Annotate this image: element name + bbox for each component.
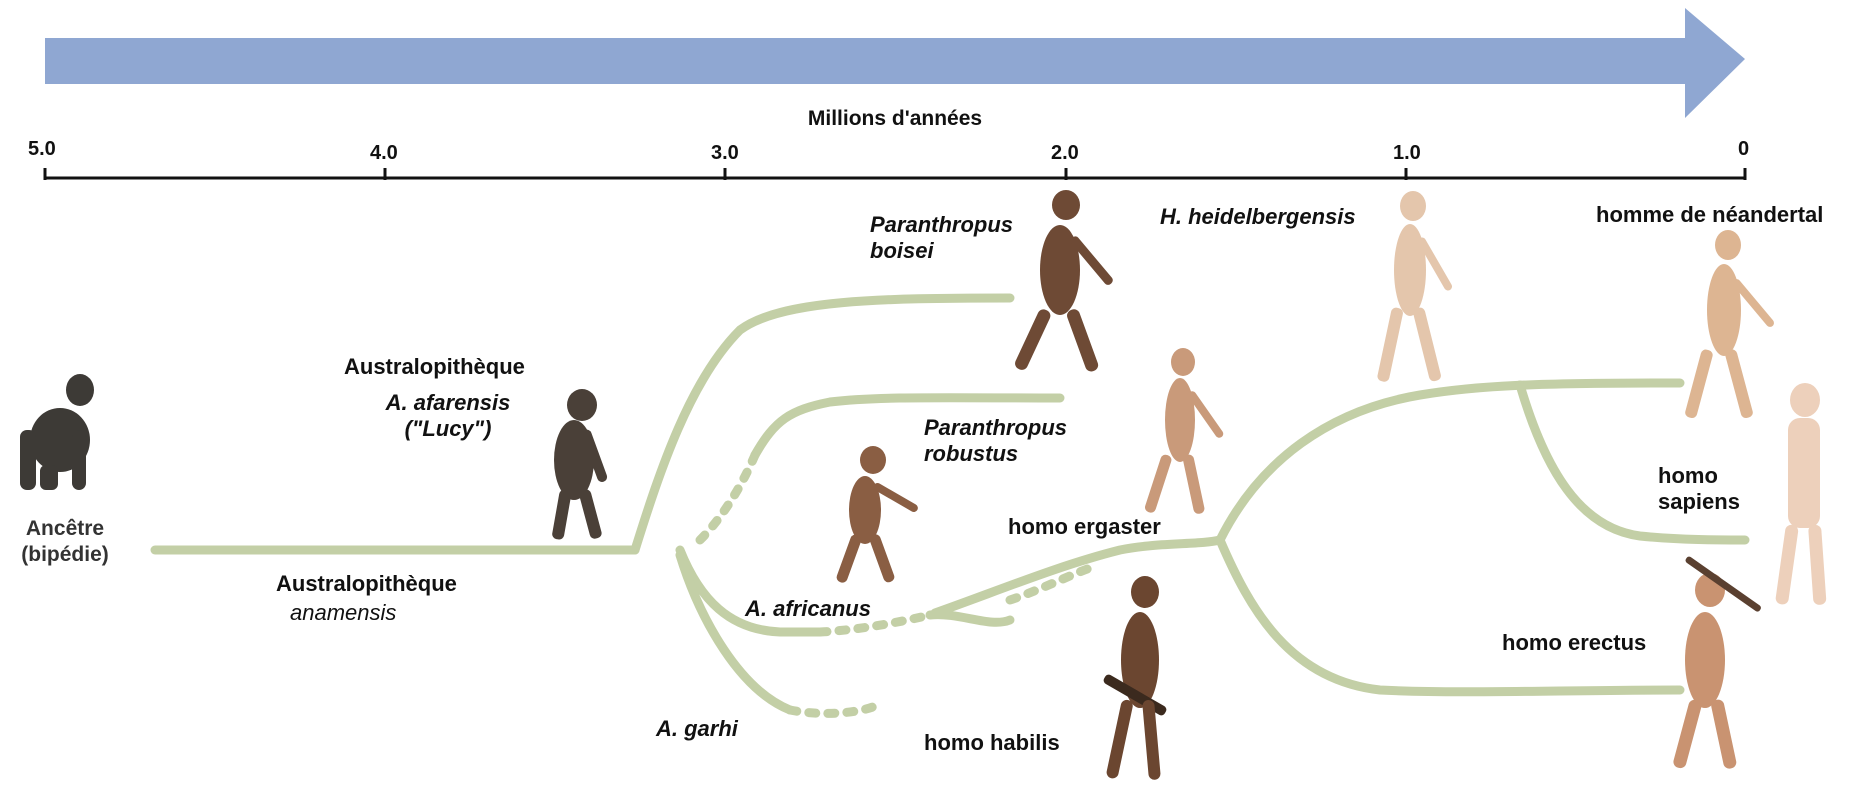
time-arrow: [45, 8, 1745, 118]
afarensis-line-1: A. afarensis: [368, 390, 528, 416]
africanus-figure: [835, 446, 919, 584]
tick-label-1: 1.0: [1393, 140, 1421, 166]
branch-habilis: [930, 615, 1010, 623]
label-africanus: A. africanus: [745, 596, 871, 622]
afarensis-figure: [551, 389, 608, 540]
afarensis-line-2: ("Lucy"): [368, 416, 528, 442]
label-anamensis-title: Australopithèque: [276, 571, 457, 597]
label-habilis: homo habilis: [924, 730, 1060, 756]
label-paranthropus-robustus: Paranthropus robustus: [924, 415, 1067, 467]
tick-label-0: 0: [1738, 136, 1749, 162]
boisei-line-1: Paranthropus: [870, 212, 1013, 238]
label-ergaster: homo ergaster: [1008, 514, 1161, 540]
tick-label-4: 4.0: [370, 140, 398, 166]
sapiens-line-2: sapiens: [1658, 489, 1740, 515]
boisei-line-2: boisei: [870, 238, 1013, 264]
boisei-figure: [1013, 190, 1114, 373]
tick-label-2: 2.0: [1051, 140, 1079, 166]
axis-title: Millions d'années: [795, 106, 995, 132]
branch-erectus: [1220, 540, 1680, 692]
ergaster-figure: [1144, 348, 1225, 515]
label-anamensis: anamensis: [290, 600, 396, 626]
robustus-line-2: robustus: [924, 441, 1067, 467]
time-axis: [45, 168, 1745, 180]
ancestor-line-1: Ancêtre: [10, 516, 120, 542]
habilis-figure: [1102, 576, 1168, 780]
heidelbergensis-figure: [1377, 191, 1454, 383]
robustus-line-1: Paranthropus: [924, 415, 1067, 441]
label-sapiens: homo sapiens: [1658, 463, 1740, 515]
label-australopitheque: Australopithèque: [344, 354, 525, 380]
branch-ergaster: [935, 540, 1220, 613]
sapiens-line-1: homo: [1658, 463, 1740, 489]
label-neandertal: homme de néandertal: [1596, 202, 1823, 228]
branch-robustus-dotted: [700, 455, 755, 540]
ancestor-line-2: (bipédie): [10, 542, 120, 568]
branch-heidel: [1220, 383, 1680, 540]
neandertal-figure: [1684, 230, 1776, 419]
label-ancestor: Ancêtre (bipédie): [10, 516, 120, 568]
tick-label-5: 5.0: [28, 136, 56, 162]
label-afarensis: A. afarensis ("Lucy"): [368, 390, 528, 442]
label-paranthropus-boisei: Paranthropus boisei: [870, 212, 1013, 264]
label-erectus: homo erectus: [1502, 630, 1646, 656]
sapiens-figure: [1775, 383, 1827, 605]
label-heidelbergensis: H. heidelbergensis: [1160, 204, 1356, 230]
branch-garhi-dotted: [790, 704, 880, 713]
tick-label-3: 3.0: [711, 140, 739, 166]
erectus-figure: [1672, 555, 1762, 769]
label-garhi: A. garhi: [656, 716, 738, 742]
ancestor-figure: [20, 374, 94, 490]
